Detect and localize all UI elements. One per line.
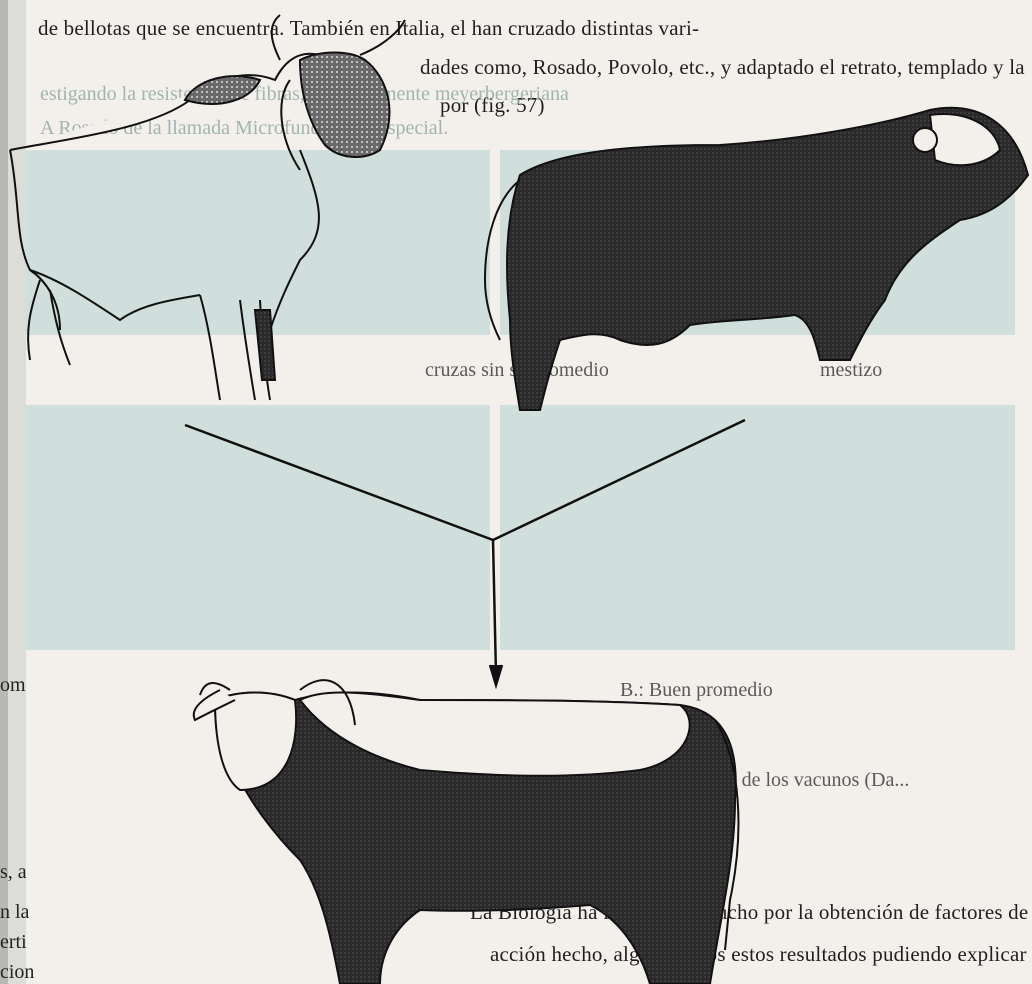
zebu-bull-drawing (10, 15, 405, 400)
hybrid-bull-drawing (194, 680, 739, 984)
crossbreeding-arrow (185, 420, 745, 685)
european-bull-drawing (485, 108, 1028, 410)
